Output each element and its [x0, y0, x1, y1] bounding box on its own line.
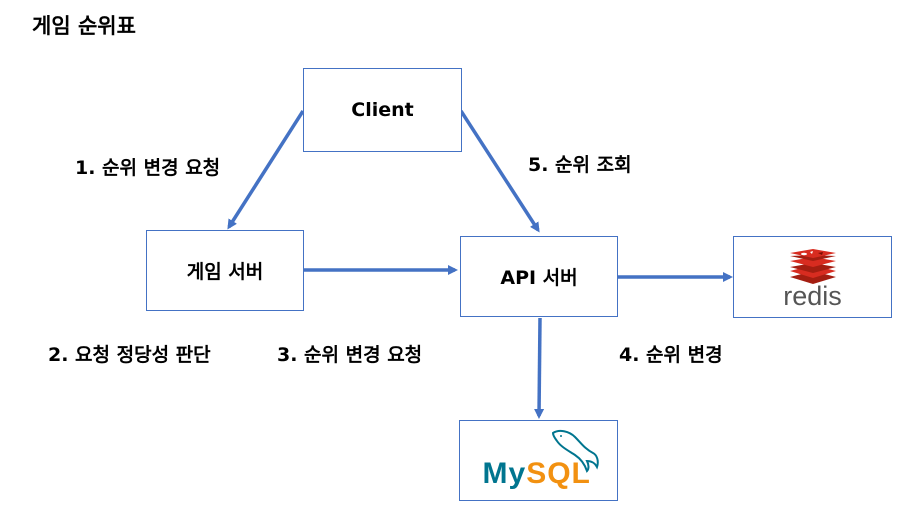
- edge-label-step1: 1. 순위 변경 요청: [75, 157, 221, 179]
- game-server-label: 게임 서버: [186, 261, 264, 283]
- mysql-node: MySQL: [459, 420, 618, 501]
- edge-label-step4: 4. 순위 변경: [619, 344, 723, 366]
- api-server-label: API 서버: [500, 267, 578, 289]
- mysql-wordmark: MySQL: [483, 457, 591, 491]
- arrow-api-server-to-mysql: [534, 317, 545, 419]
- arrow-client-to-game-server: [227, 110, 305, 230]
- mysql-sql-text: SQL: [526, 456, 591, 490]
- mysql-dolphin-icon: [551, 429, 599, 473]
- diagram-title: 게임 순위표: [32, 14, 136, 38]
- redis-logo-icon: [789, 248, 836, 284]
- api-server-node: API 서버: [460, 236, 618, 317]
- client-node: Client: [303, 68, 462, 152]
- edge-label-step2: 2. 요청 정당성 판단: [48, 344, 211, 366]
- redis-wordmark: redis: [783, 280, 842, 311]
- redis-node: redis: [733, 236, 892, 318]
- game-server-node: 게임 서버: [146, 230, 304, 311]
- arrow-client-to-api-server: [459, 110, 540, 233]
- mysql-my-text: My: [482, 456, 527, 490]
- edge-label-step5: 5. 순위 조회: [528, 154, 632, 176]
- client-label: Client: [351, 99, 414, 121]
- edge-label-step3: 3. 순위 변경 요청: [277, 344, 423, 366]
